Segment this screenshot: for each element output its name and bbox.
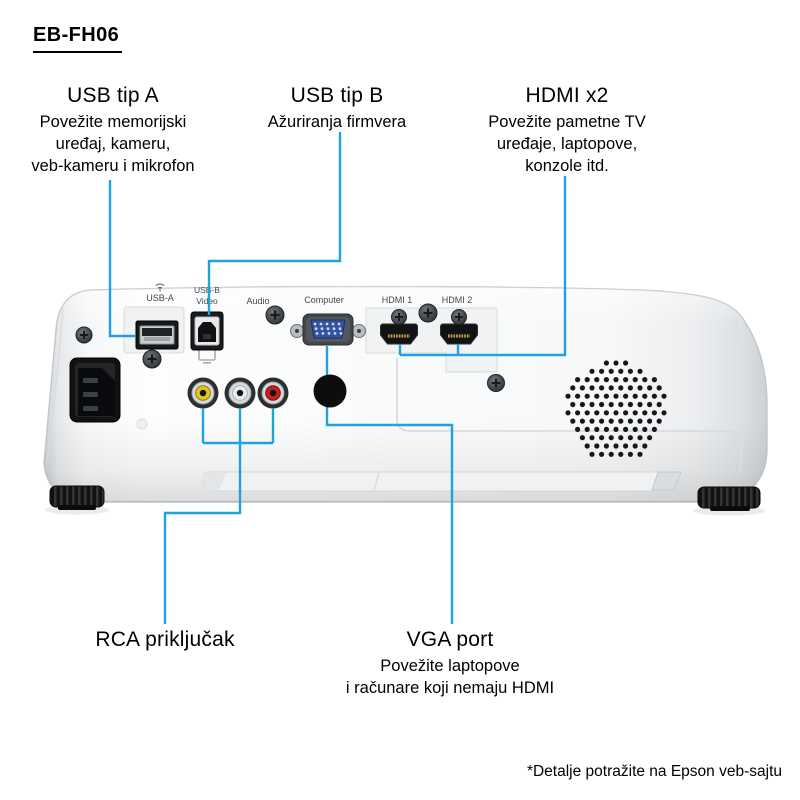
- screw-icon: [391, 309, 407, 325]
- callout-usb-a-line1: Povežite memorijski: [39, 113, 187, 131]
- callout-usb-a: USB tip A Povežite memorijski uređaj, ka…: [13, 84, 213, 177]
- panel-label-usb-a: USB-A: [146, 293, 174, 303]
- hdmi-callout-line: [398, 176, 567, 357]
- callout-hdmi-line1: Povežite pametne TV: [488, 113, 646, 131]
- screw-icon: [265, 305, 285, 325]
- screw-icon: [75, 326, 93, 344]
- cap-hole: [313, 374, 347, 408]
- usb-b-port: [190, 311, 224, 351]
- callout-vga-line2: i računare koji nemaju HDMI: [345, 679, 555, 697]
- callout-usb-b: USB tip B Ažuriranja firmvera: [237, 84, 437, 133]
- callout-hdmi-line3: konzole itd.: [525, 157, 609, 175]
- hdmi1-port: [380, 323, 418, 345]
- foot-left: [49, 485, 105, 510]
- callout-vga-line1: Povežite laptopove: [380, 657, 520, 675]
- model-title: EB-FH06: [33, 24, 123, 53]
- callout-usb-a-title: USB tip A: [67, 84, 159, 107]
- callout-hdmi-title: HDMI x2: [525, 84, 609, 107]
- bottom-trim: [203, 471, 682, 492]
- callout-vga-title: VGA port: [406, 628, 494, 651]
- callout-vga: VGA port Povežite laptopove i računare k…: [340, 628, 560, 699]
- panel-label-hdmi1: HDMI 1: [382, 295, 413, 305]
- speaker-grille: [565, 360, 667, 457]
- screw-icon: [142, 349, 162, 369]
- foot-right: [697, 486, 761, 511]
- rca-callout-line: [163, 408, 275, 624]
- callout-hdmi: HDMI x2 Povežite pametne TV uređaje, lap…: [462, 84, 672, 177]
- panel-label-hdmi2: HDMI 2: [442, 295, 473, 305]
- callout-usb-b-title: USB tip B: [290, 84, 384, 107]
- callout-rca-title: RCA priključak: [95, 628, 235, 651]
- panel-label-audio: Audio: [246, 296, 269, 306]
- callout-rca: RCA priključak: [65, 628, 265, 655]
- emboss-circle: [136, 418, 148, 430]
- body-seam: [396, 358, 735, 432]
- panel-label-video: Video: [196, 296, 218, 306]
- right-crease: [736, 317, 743, 473]
- hdmi2-port: [440, 323, 478, 345]
- panel-label-usb-b: USB-B: [194, 285, 220, 295]
- panel-label-computer: Computer: [304, 295, 344, 305]
- usb-a-port: [135, 320, 179, 350]
- screw-icon: [487, 374, 505, 392]
- callout-usb-b-line1: Ažuriranja firmvera: [267, 113, 407, 131]
- callout-hdmi-line2: uređaje, laptopove,: [496, 135, 638, 153]
- screw-icon: [418, 303, 438, 323]
- callout-usb-a-line3: veb-kameru i mikrofon: [31, 157, 195, 175]
- rca-audio-right-jack: [257, 377, 289, 409]
- rca-video-jack: [187, 377, 219, 409]
- usb-b-callout-line: [207, 132, 342, 315]
- left-crease: [46, 307, 64, 463]
- rca-audio-left-jack: [224, 377, 256, 409]
- vga-port: [290, 313, 366, 346]
- footnote: *Detalje potražite na Epson veb-sajtu: [526, 763, 782, 780]
- usb-a-callout-line: [108, 180, 135, 338]
- wireless-icon: [155, 283, 165, 292]
- callout-usb-a-line2: uređaj, kameru,: [55, 135, 171, 153]
- screw-icon: [451, 309, 467, 325]
- power-inlet: [69, 357, 121, 423]
